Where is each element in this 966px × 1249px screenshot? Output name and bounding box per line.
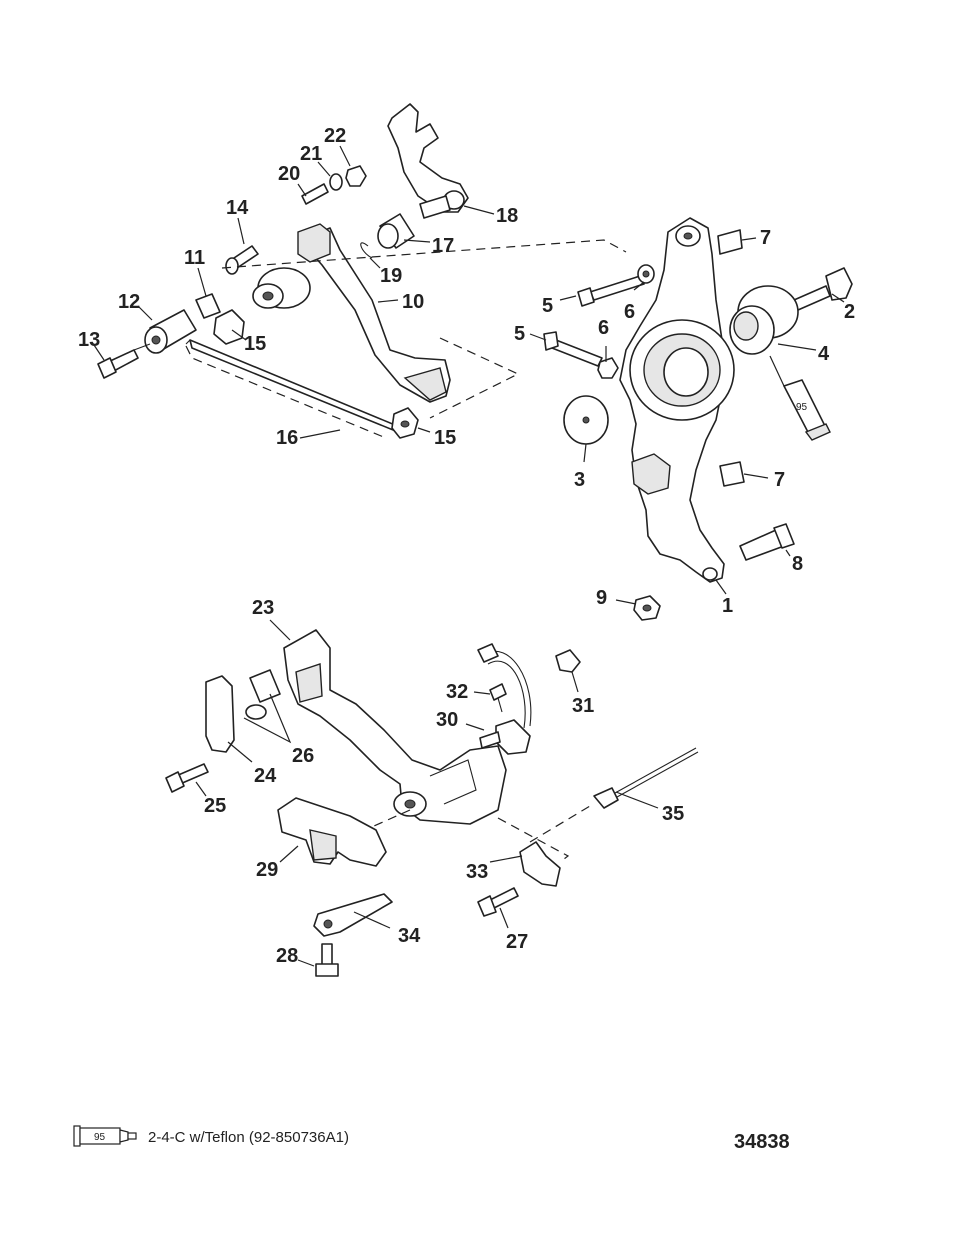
part-2-bolt	[793, 267, 853, 311]
part-30-switch	[479, 719, 531, 755]
part-3-washer	[563, 395, 609, 445]
callout-17: 17	[432, 235, 454, 257]
part-7-spacer-upper	[717, 229, 743, 255]
part-14-small-bolt	[225, 245, 259, 275]
dashed-guide-upper-1	[221, 239, 627, 269]
callout-21: 21	[300, 143, 322, 165]
callout-19: 19	[380, 265, 402, 287]
callout-13: 13	[78, 329, 100, 351]
part-8-stud	[739, 523, 795, 561]
callout-29: 29	[256, 859, 278, 881]
callout-numbers: 1 2 3 4 5 5 6 6 7 7 8 9 10 11 12 13 14 1…	[78, 125, 855, 967]
part-22-nut	[345, 165, 367, 187]
part-15-hub-upper	[213, 267, 311, 345]
part-11-bushing	[195, 293, 221, 319]
callout-6-upper: 6	[624, 301, 635, 323]
callout-10: 10	[402, 291, 424, 313]
part-4-cap	[729, 285, 799, 355]
leader-lines	[91, 145, 845, 967]
callout-27: 27	[506, 931, 528, 953]
part-16-link-rod	[185, 339, 399, 433]
part-29-bracket-block	[277, 797, 387, 867]
sealant-tube-label: 95	[796, 402, 808, 413]
callout-9: 9	[596, 587, 607, 609]
part-17-bushing	[377, 213, 415, 249]
callout-31: 31	[572, 695, 594, 717]
part-6-nut-lower	[597, 357, 619, 379]
callout-12: 12	[118, 291, 140, 313]
legend: 95 2-4-C w/Teflon (92-850736A1)	[73, 1125, 349, 1147]
dashed-guide-lower-1	[373, 809, 411, 827]
callout-3: 3	[574, 469, 585, 491]
callout-23: 23	[252, 597, 274, 619]
callout-25: 25	[204, 795, 226, 817]
legend-tube-icon: 95	[73, 1125, 137, 1147]
callout-35: 35	[662, 803, 684, 825]
callout-8: 8	[792, 553, 803, 575]
part-12-spacer	[144, 309, 197, 354]
part-5-bolt-lower	[543, 331, 603, 367]
callout-32: 32	[446, 681, 468, 703]
callout-16: 16	[276, 427, 298, 449]
legend-text: 2-4-C w/Teflon (92-850736A1)	[148, 1129, 349, 1146]
figure-number: 34838	[734, 1131, 790, 1153]
part-24-cover-plate	[205, 675, 235, 753]
callout-20: 20	[278, 163, 300, 185]
callout-6-lower: 6	[598, 317, 609, 339]
part-1-bracket-ring	[629, 319, 735, 421]
sealant-tube-95: 95	[769, 355, 831, 441]
part-13-bolt	[97, 343, 151, 379]
callout-26: 26	[292, 745, 314, 767]
callout-33: 33	[466, 861, 488, 883]
part-9-nut	[633, 595, 661, 621]
callout-18: 18	[496, 205, 518, 227]
part-21-washer	[329, 173, 343, 191]
part-27-bolt	[477, 887, 519, 917]
callout-2: 2	[844, 301, 855, 323]
callout-5-upper: 5	[542, 295, 553, 317]
wiring-harness	[477, 643, 532, 729]
callout-22: 22	[324, 125, 346, 147]
callout-28: 28	[276, 945, 298, 967]
part-31-clip	[555, 649, 581, 673]
part-32-screw	[489, 683, 507, 713]
part-28-screw	[315, 943, 339, 977]
callout-11: 11	[184, 247, 205, 269]
callout-34: 34	[398, 925, 421, 947]
dashed-guide-lower-3	[529, 805, 591, 843]
part-26-bushing	[245, 669, 281, 720]
part-15-nut-lower	[391, 407, 419, 439]
part-7-spacer-lower	[719, 461, 745, 487]
callout-7-lower: 7	[774, 469, 785, 491]
part-10-lever-arm	[297, 223, 451, 403]
part-23-lever-bracket	[283, 629, 507, 825]
part-35-cable	[593, 747, 699, 809]
part-33-small-bracket	[519, 841, 561, 887]
dashed-guide-upper-3	[429, 337, 520, 419]
part-5-bolt-upper	[577, 275, 645, 307]
dashed-guide-lower-2	[497, 817, 570, 863]
legend-tube-label: 95	[94, 1132, 106, 1143]
part-34-plate	[313, 893, 393, 937]
part-20-screw	[301, 183, 329, 205]
callout-24: 24	[254, 765, 277, 787]
callout-7-upper: 7	[760, 227, 771, 249]
callout-1: 1	[722, 595, 733, 617]
callout-15-lower: 15	[434, 427, 456, 449]
callout-30: 30	[436, 709, 458, 731]
callout-4: 4	[818, 343, 830, 365]
part-6-washer-upper	[637, 264, 655, 284]
callout-5-lower: 5	[514, 323, 525, 345]
part-25-bolt	[165, 763, 209, 793]
dashed-guide-upper-2	[185, 345, 387, 439]
callout-14: 14	[226, 197, 249, 219]
callout-15-upper: 15	[244, 333, 266, 355]
part-19-clip	[360, 242, 373, 259]
part-18-shift-arm	[387, 103, 469, 219]
